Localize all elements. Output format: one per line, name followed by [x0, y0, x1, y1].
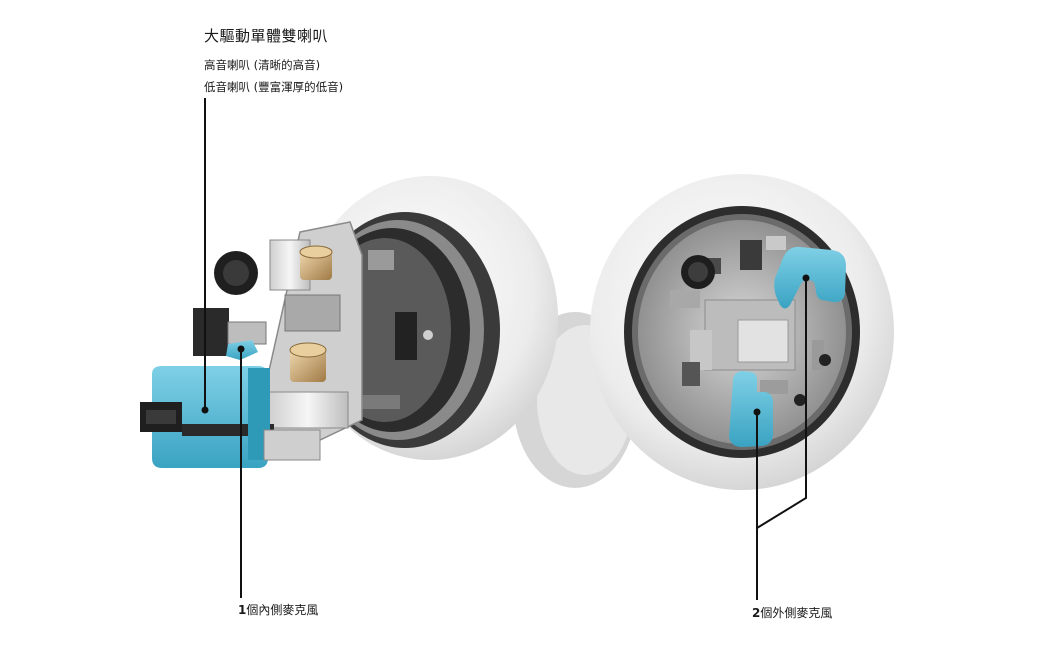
driver-title: 大驅動單體雙喇叭: [204, 27, 329, 45]
tweeter-label: 高音喇叭 (清晰的高音): [204, 58, 321, 72]
outer-mic-label: 2個外側麥克風: [752, 604, 832, 621]
inner-mic-count: 1: [238, 603, 247, 617]
right-earbud: [513, 174, 894, 490]
outer-mic-2: [729, 371, 773, 447]
inner-mic-label: 1個內側麥克風: [238, 601, 318, 618]
driver-leader-dot: [201, 406, 209, 414]
tweeter-driver: [299, 245, 333, 280]
outer-mic-1: [774, 246, 846, 309]
outer-mic-count: 2: [752, 606, 761, 620]
left-earbud: [140, 176, 558, 468]
right-chip: [737, 319, 789, 363]
inner-mic-leader-dot: [237, 345, 245, 353]
leader-lines: [201, 98, 810, 600]
inner-mic-housing: [140, 366, 274, 468]
woofer-label: 低音喇叭 (豐富渾厚的低音): [204, 80, 344, 94]
outer-mic-text: 個外側麥克風: [760, 606, 833, 620]
woofer-driver: [289, 342, 327, 382]
outer-mic-leader-line-1: [756, 278, 807, 529]
inner-mic-text: 個內側麥克風: [246, 603, 319, 617]
